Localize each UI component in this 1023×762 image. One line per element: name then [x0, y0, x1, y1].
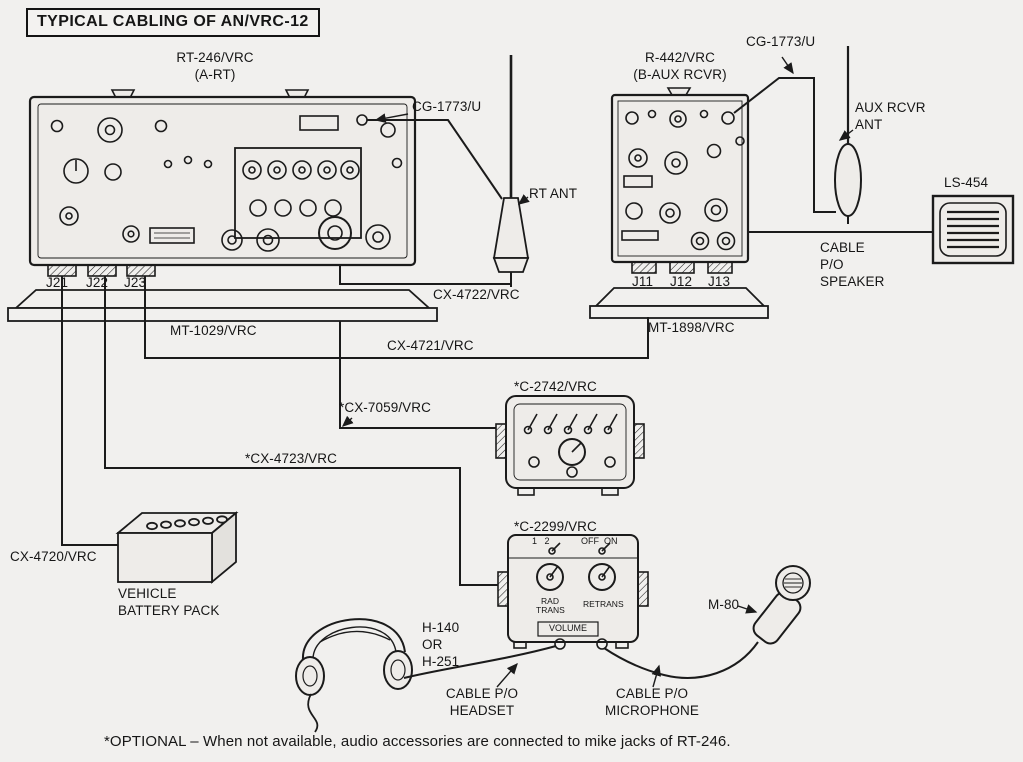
jack-j22-label: J22	[86, 275, 109, 290]
jack-j21-label: J21	[46, 275, 69, 290]
aux-antenna-drawing	[834, 46, 862, 224]
rt-antenna-drawing	[492, 55, 530, 287]
speaker-label: LS-454	[944, 175, 989, 190]
cx4722-cable-line	[339, 265, 511, 285]
cg1773-aux-cable-line	[733, 77, 836, 213]
microphone-cable-label: CABLE P/O MICROPHONE	[604, 686, 699, 718]
mt1029-mount-drawing	[7, 289, 438, 322]
aux-antenna-label: AUX RCVR ANT	[855, 100, 926, 132]
speaker-cable-label: CABLE P/O SPEAKER	[820, 240, 885, 289]
cx4721-cable-label: CX-4721/VRC	[387, 338, 474, 353]
headset-cable-line	[403, 645, 557, 679]
jack-j13-label: J13	[708, 274, 731, 289]
diagram-title: TYPICAL CABLING OF AN/VRC-12	[26, 8, 320, 37]
c2299-positions-label: 1 2	[532, 536, 550, 546]
jack-j11-label: J11	[632, 274, 654, 289]
cx4720-cable-line	[61, 276, 118, 546]
headset-cable-label: CABLE P/O HEADSET	[445, 686, 519, 718]
cg1773-rt-cable-line	[367, 119, 503, 200]
cg1773-aux-cable-label: CG-1773/U	[746, 34, 816, 49]
microphone-cable-line	[603, 641, 759, 679]
optional-footnote: *OPTIONAL – When not available, audio ac…	[104, 733, 731, 750]
cx4720-cable-label: CX-4720/VRC	[10, 549, 97, 564]
mt1029-mount-label: MT-1029/VRC	[170, 323, 257, 338]
headset-label: H-140 OR H-251	[422, 620, 460, 669]
cx4723-cable-label: *CX-4723/VRC	[245, 451, 337, 466]
cx7059-cable-line	[339, 321, 496, 429]
r442-unit-drawing	[610, 87, 750, 274]
battery-drawing	[115, 511, 239, 584]
jack-j23-label: J23	[124, 275, 147, 290]
c2299-rad-trans-label: RAD TRANS	[536, 596, 565, 616]
cx7059-cable-label: *CX-7059/VRC	[339, 400, 431, 415]
c2299-label: *C-2299/VRC	[514, 519, 597, 534]
cg1773-rt-cable-label: CG-1773/U	[412, 99, 482, 114]
speaker-drawing	[931, 194, 1015, 265]
r442-label: R-442/VRC (B-AUX RCVR)	[633, 50, 727, 82]
cx4722-cable-label: CX-4722/VRC	[433, 287, 520, 302]
rt246-label: RT-246/VRC (A-RT)	[176, 50, 254, 82]
mt1898-mount-label: MT-1898/VRC	[648, 320, 735, 335]
cx4723-cable-line	[104, 276, 498, 586]
rt-antenna-label: RT ANT	[529, 186, 578, 201]
mt1898-mount-drawing	[589, 287, 769, 319]
c2299-retrans-label: RETRANS	[583, 599, 624, 609]
headset-drawing	[295, 618, 413, 733]
battery-label: VEHICLE BATTERY PACK	[118, 586, 220, 618]
c2742-label: *C-2742/VRC	[514, 379, 597, 394]
jack-j12-label: J12	[670, 274, 693, 289]
c2299-drawing	[497, 534, 649, 650]
c2742-drawing	[495, 395, 645, 496]
cables-drawing	[61, 77, 933, 679]
microphone-drawing	[752, 565, 811, 645]
c2299-volume-label: VOLUME	[548, 623, 587, 633]
leader-arrows	[341, 56, 854, 688]
microphone-label: M-80	[708, 597, 740, 612]
c2299-off-on-label: OFF ON	[581, 536, 618, 546]
cx4721-cable-line	[144, 276, 649, 359]
rt246-unit-drawing	[28, 89, 417, 277]
